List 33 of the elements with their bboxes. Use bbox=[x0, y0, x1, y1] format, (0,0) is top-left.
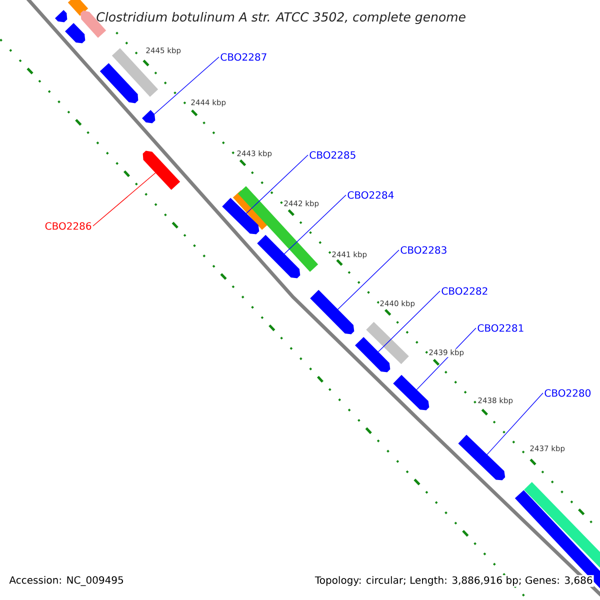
gene-label: CBO2282 bbox=[442, 287, 488, 295]
gene-label: CBO2284 bbox=[348, 191, 394, 199]
gene-label: CBO2286 bbox=[45, 222, 92, 230]
gene-feature bbox=[355, 337, 390, 372]
gene-feature bbox=[142, 110, 156, 124]
gene-feature bbox=[366, 322, 409, 364]
gene-feature bbox=[238, 186, 318, 272]
genome-summary: Topology: circular; Length: 3,886,916 bp; Genes: 3,686 bbox=[314, 575, 594, 587]
gene-feature bbox=[393, 374, 430, 410]
leader-line bbox=[92, 172, 156, 226]
gene-feature bbox=[310, 290, 354, 334]
leader-line bbox=[486, 392, 544, 455]
leader-line bbox=[154, 56, 220, 114]
leader-line bbox=[416, 328, 476, 390]
gene-feature bbox=[55, 10, 68, 22]
accession-text: Accession: NC_009495 bbox=[8, 575, 125, 587]
gene-feature bbox=[222, 198, 260, 234]
gene-feature bbox=[257, 234, 300, 278]
leader-line bbox=[284, 194, 346, 254]
gene-label: CBO2281 bbox=[478, 324, 524, 332]
gene-label: CBO2287 bbox=[220, 53, 266, 61]
gene-feature bbox=[458, 434, 506, 480]
leader-line bbox=[337, 250, 400, 310]
leader-line bbox=[246, 154, 308, 214]
leader-line bbox=[378, 290, 440, 352]
gene-label: CBO2285 bbox=[310, 151, 356, 159]
gene-feature bbox=[65, 23, 86, 44]
title: Clostridium botulinum A str. ATCC 3502, complete genome bbox=[96, 12, 466, 24]
gene-feature bbox=[100, 63, 138, 104]
gene-label: CBO2283 bbox=[400, 246, 446, 254]
gene-label: CBO2280 bbox=[544, 389, 591, 397]
gene-feature bbox=[142, 150, 180, 190]
gene-feature bbox=[68, 0, 88, 16]
